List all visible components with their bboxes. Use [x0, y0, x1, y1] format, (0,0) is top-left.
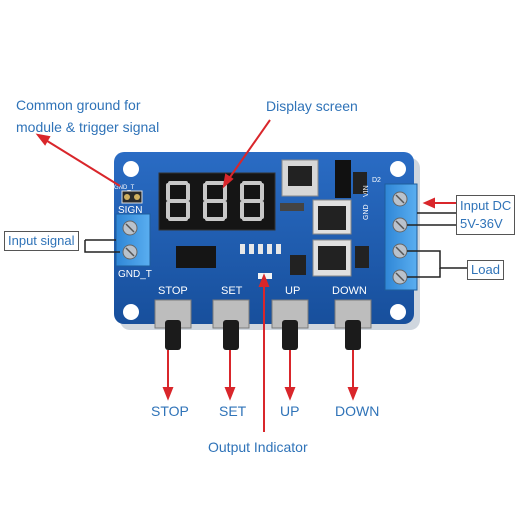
mosfet-chip: [318, 206, 346, 230]
input-dc-label-line2: 5V-36V: [460, 215, 511, 233]
input-signal-label: Input signal: [4, 231, 79, 251]
stop-button-body: [155, 300, 191, 350]
optocoupler: [176, 246, 216, 268]
mounting-hole: [390, 161, 406, 177]
input-dc-label: Input DC 5V-36V: [456, 195, 515, 235]
regulator-chip: [288, 166, 312, 186]
silk-gnd-t: GND_T: [118, 269, 152, 280]
silk-stop: STOP: [158, 285, 188, 297]
silk-up: UP: [285, 285, 300, 297]
display-screen-label: Display screen: [266, 96, 358, 116]
stop-label: STOP: [151, 401, 189, 421]
smd-component: [290, 255, 306, 275]
silk-sign: SIGN: [118, 205, 142, 216]
output-indicator-label: Output Indicator: [208, 437, 308, 457]
silk-gnd: GND: [363, 204, 370, 220]
common-ground-label-line2: module & trigger signal: [16, 117, 159, 137]
up-button-body: [272, 300, 308, 350]
set-label: SET: [219, 401, 246, 421]
mosfet-chip: [318, 246, 346, 270]
silk-down: DOWN: [332, 285, 367, 297]
down-button-body: [335, 300, 371, 350]
common-ground-label-line1: Common ground for: [16, 95, 141, 115]
silk-gnd-top: GND_T: [114, 185, 135, 191]
smd-component: [355, 246, 369, 268]
mounting-hole: [123, 304, 139, 320]
input-dc-label-line1: Input DC: [460, 197, 511, 215]
down-label: DOWN: [335, 401, 379, 421]
up-label: UP: [280, 401, 299, 421]
smd-component: [280, 203, 304, 211]
mounting-hole: [390, 304, 406, 320]
silk-vin: VIN: [363, 185, 370, 197]
silk-d2: D2: [372, 177, 381, 184]
mounting-hole: [123, 161, 139, 177]
set-button-body: [213, 300, 249, 350]
load-label: Load: [467, 260, 504, 280]
silk-set: SET: [221, 285, 243, 297]
capacitor: [335, 160, 351, 198]
